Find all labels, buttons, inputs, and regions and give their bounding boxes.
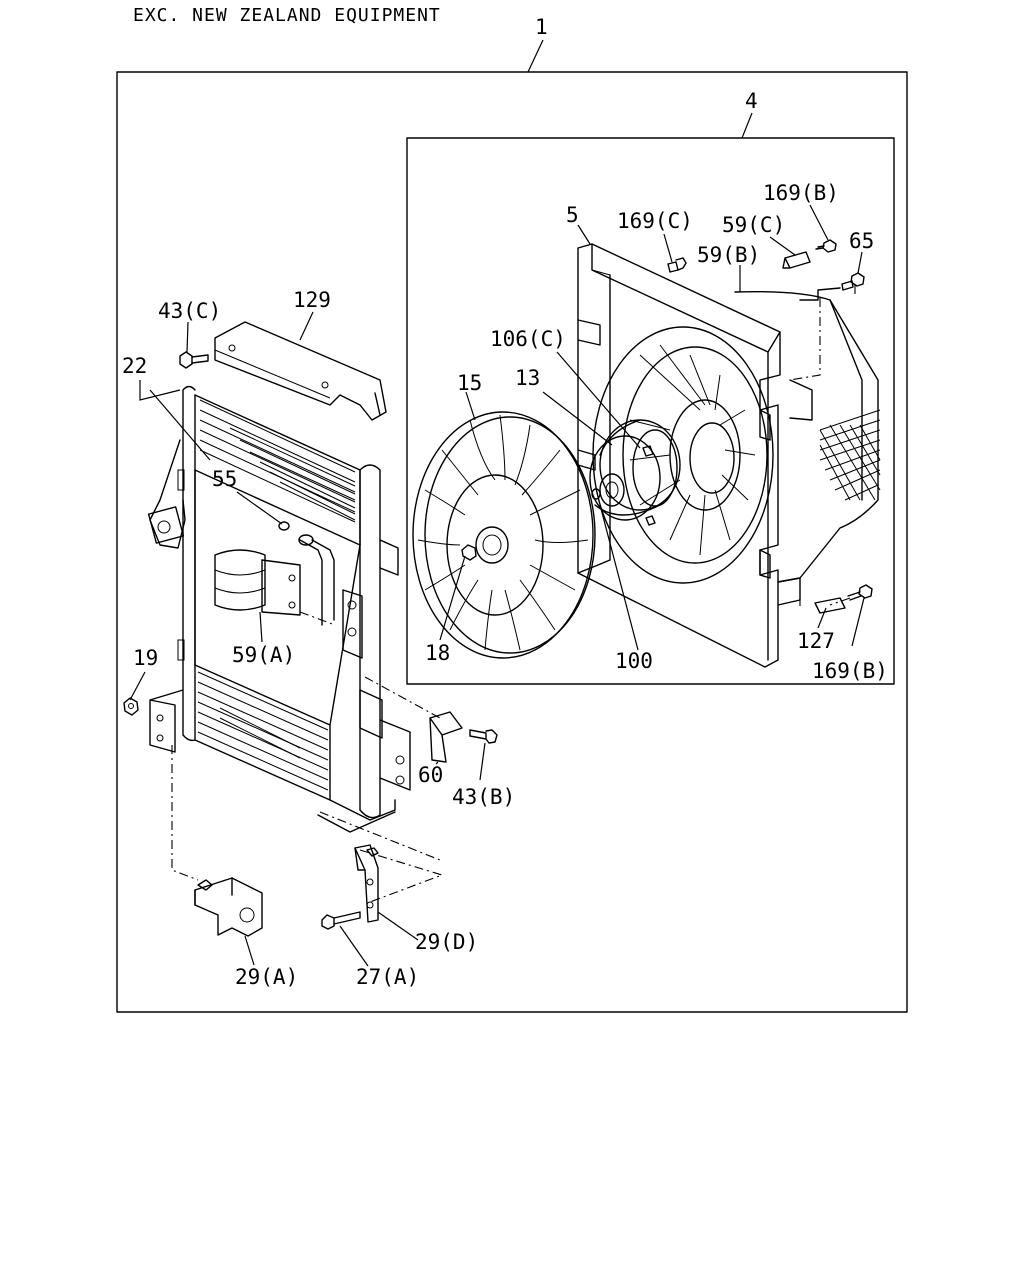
label-100: 100: [615, 649, 653, 673]
fan-shroud: [577, 243, 781, 668]
label-59c: 59(C): [722, 213, 785, 237]
screw-169c: [667, 257, 687, 273]
leader-lines: [129, 39, 865, 967]
fan-motor: [589, 419, 681, 526]
label-106c: 106(C): [490, 327, 566, 351]
bolt-43c: [179, 351, 209, 369]
bolt-43b: [469, 729, 498, 744]
fan-assembly-frame: [406, 137, 895, 685]
fan-alignment-lines: [789, 285, 856, 610]
label-43c: 43(C): [158, 299, 221, 323]
label-13: 13: [515, 366, 540, 390]
label-169b-top: 169(B): [763, 181, 839, 205]
screw-169b-bottom: [847, 584, 873, 601]
shroud-back-panel: [734, 287, 881, 606]
label-55: 55: [212, 467, 237, 491]
bolt-65: [841, 272, 865, 291]
clip-59c: [782, 251, 811, 269]
bracket-29a: [194, 877, 263, 937]
label-29d: 29(D): [415, 930, 478, 954]
label-65: 65: [849, 229, 874, 253]
label-19: 19: [133, 646, 158, 670]
label-22: 22: [122, 354, 147, 378]
callout-labels: 1 4 5 169(C) 169(B) 59(C) 59(B) 65 43(C)…: [122, 15, 888, 989]
label-59a: 59(A): [232, 643, 295, 667]
label-18: 18: [425, 641, 450, 665]
label-15: 15: [457, 371, 482, 395]
label-59b: 59(B): [697, 243, 760, 267]
fan-blade: [412, 411, 596, 659]
label-29a: 29(A): [235, 965, 298, 989]
screw-169b-top: [815, 239, 837, 253]
bracket-29d: [354, 844, 379, 923]
bracket-60: [429, 711, 463, 763]
assembly-frame: [116, 71, 908, 1013]
label-27a: 27(A): [356, 965, 419, 989]
label-169b-bottom: 169(B): [812, 659, 888, 683]
label-1: 1: [535, 15, 548, 39]
clip-127: [814, 597, 846, 614]
label-129: 129: [293, 288, 331, 312]
label-127: 127: [797, 629, 835, 653]
label-5: 5: [566, 203, 579, 227]
condenser: [147, 385, 411, 833]
label-4: 4: [745, 89, 758, 113]
nut-19: [123, 697, 139, 716]
label-169c: 169(C): [617, 209, 693, 233]
alignment-lines: [171, 611, 444, 903]
label-43b: 43(B): [452, 785, 515, 809]
upper-bracket: [214, 321, 387, 421]
header-text: EXC. NEW ZEALAND EQUIPMENT: [133, 5, 441, 26]
label-60: 60: [418, 763, 443, 787]
bolt-27a: [321, 911, 361, 930]
